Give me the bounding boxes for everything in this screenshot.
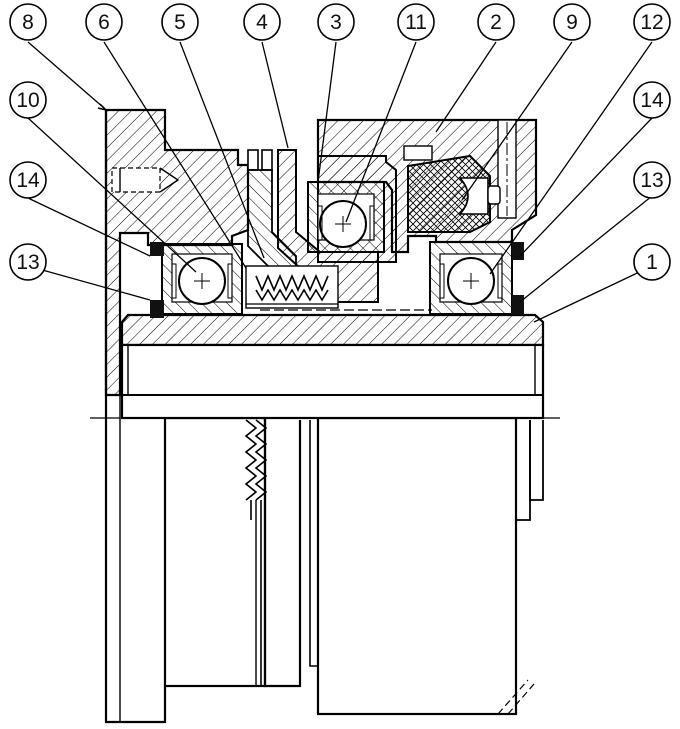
callout-5: 5: [161, 3, 199, 41]
callout-6: 6: [85, 3, 123, 41]
callout-circle: [317, 3, 355, 41]
callout-label: 3: [330, 11, 342, 34]
callout-label: 14: [16, 169, 40, 192]
callout-label: 2: [490, 11, 502, 34]
callout-circle: [9, 243, 47, 281]
callout-label: 8: [22, 11, 34, 34]
callout-label: 9: [566, 11, 578, 34]
callout-3: 3: [317, 3, 355, 41]
callout-label: 1: [646, 251, 658, 274]
callout-circle: [633, 243, 671, 281]
callout-12: 12: [633, 3, 671, 41]
callout-label: 5: [174, 11, 186, 34]
callout-circle: [633, 81, 671, 119]
callout-circle: [85, 3, 123, 41]
leader-lines: [27, 41, 653, 323]
callout-circle: [243, 3, 281, 41]
callout-10: 10: [9, 81, 47, 119]
callout-circle: [397, 3, 435, 41]
snap-rings: [150, 242, 524, 318]
callout-9: 9: [553, 3, 591, 41]
callout-label: 13: [16, 251, 39, 274]
callout-label: 12: [640, 11, 663, 34]
callout-label: 14: [640, 89, 664, 112]
right-bearing: [429, 241, 513, 315]
callout-1: 1: [633, 243, 671, 281]
callout-14b: 14: [633, 81, 671, 119]
callout-label: 13: [640, 169, 663, 192]
callout-label: 4: [256, 11, 268, 34]
lower-spring-zigzag: [244, 419, 268, 686]
callout-circle: [633, 3, 671, 41]
spring: [245, 265, 339, 309]
callout-circle: [477, 3, 515, 41]
callout-2: 2: [477, 3, 515, 41]
centre-bearing: [307, 155, 397, 263]
callout-13b: 13: [633, 161, 671, 199]
callout-label: 11: [405, 11, 427, 34]
callout-4: 4: [243, 3, 281, 41]
callout-circle: [553, 3, 591, 41]
callout-label: 6: [98, 11, 110, 34]
shaft-hub: [120, 309, 545, 420]
callout-14a: 14: [9, 161, 47, 199]
callout-label: 10: [16, 89, 39, 112]
left-bearing: [161, 243, 243, 315]
coil: [407, 154, 501, 233]
callout-8: 8: [9, 3, 47, 41]
callout-circle: [633, 161, 671, 199]
left-flange: [104, 108, 250, 397]
callout-layer: 8 6 5 4 3 11 2 9 12 10 14 14 13 13 1: [9, 3, 671, 281]
callout-11: 11: [397, 3, 435, 41]
callout-circle: [161, 3, 199, 41]
callout-13a: 13: [9, 243, 47, 281]
callout-circle: [9, 81, 47, 119]
armature-disc: [247, 149, 379, 303]
callout-circle: [9, 161, 47, 199]
callout-circle: [9, 3, 47, 41]
